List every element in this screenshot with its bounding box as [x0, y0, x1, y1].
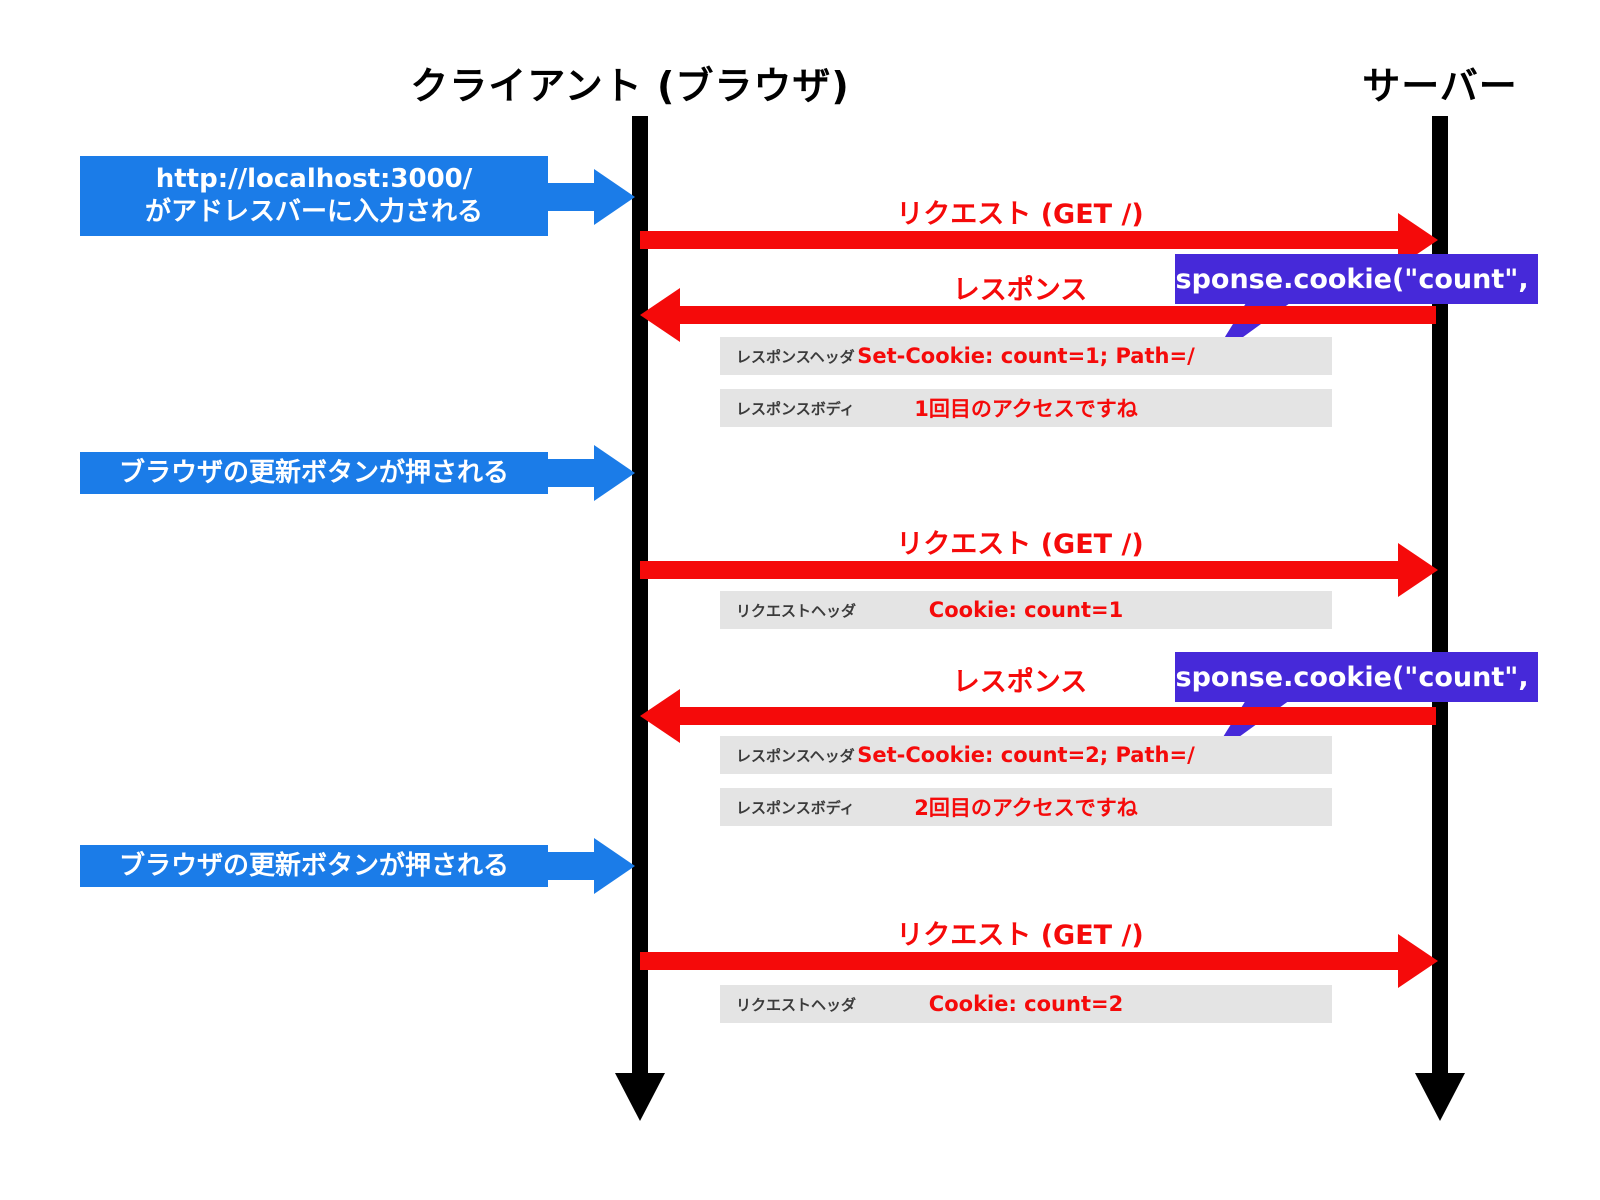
- server-lifeline-arrow-icon: [1415, 1073, 1465, 1121]
- request-arrow-2: [640, 561, 1400, 579]
- code-callout-2: response.cookie("count", 2): [1144, 652, 1569, 702]
- client-lifeline: [632, 116, 648, 1073]
- event-arrow-shaft: [548, 852, 594, 880]
- detail-value: 1回目のアクセスですね: [914, 397, 1138, 421]
- detail-row-response-header-2: レスポンスヘッダ Set-Cookie: count=2; Path=/: [720, 736, 1332, 774]
- request-label-3: リクエスト (GET /): [896, 920, 1144, 951]
- event-box-refresh-2: ブラウザの更新ボタンが押される: [80, 845, 548, 887]
- response-label-2: レスポンス: [952, 667, 1088, 698]
- response-label-1: レスポンス: [952, 275, 1088, 306]
- detail-value: Cookie: count=1: [928, 598, 1124, 622]
- server-actor-title: サーバー: [1362, 64, 1518, 108]
- client-lifeline-arrow-icon: [615, 1073, 665, 1121]
- detail-key: レスポンスボディ: [736, 798, 855, 817]
- response-arrowhead-icon: [640, 689, 680, 743]
- detail-value: Set-Cookie: count=2; Path=/: [857, 743, 1195, 767]
- client-actor-title: クライアント (ブラウザ): [410, 64, 850, 108]
- detail-value: Cookie: count=2: [928, 992, 1124, 1016]
- response-arrow-2: [678, 707, 1436, 725]
- detail-key: レスポンスヘッダ: [736, 746, 855, 765]
- event-box-refresh-1: ブラウザの更新ボタンが押される: [80, 452, 548, 494]
- detail-row-response-header-1: レスポンスヘッダ Set-Cookie: count=1; Path=/: [720, 337, 1332, 375]
- event-text-line: ブラウザの更新ボタンが押される: [118, 457, 509, 488]
- detail-value: 2回目のアクセスですね: [914, 796, 1138, 820]
- detail-row-response-body-2: レスポンスボディ 2回目のアクセスですね: [720, 788, 1332, 826]
- detail-row-response-body-1: レスポンスボディ 1回目のアクセスですね: [720, 389, 1332, 427]
- event-text-line: がアドレスバーに入力される: [144, 197, 483, 227]
- detail-key: レスポンスヘッダ: [736, 347, 855, 366]
- response-arrowhead-icon: [640, 288, 680, 342]
- event-text-line: ブラウザの更新ボタンが押される: [118, 850, 509, 881]
- event-text-line: http://localhost:3000/: [155, 164, 473, 194]
- event-arrow-icon: [594, 838, 635, 894]
- request-arrowhead-icon: [1398, 543, 1438, 597]
- detail-key: レスポンスボディ: [736, 399, 855, 418]
- code-callout-1: response.cookie("count", 1): [1144, 254, 1569, 304]
- event-arrow-shaft: [548, 183, 594, 211]
- code-text: response.cookie("count", 2): [1143, 661, 1570, 693]
- request-arrow-1: [640, 231, 1400, 249]
- event-arrow-shaft: [548, 459, 594, 487]
- response-arrow-1: [678, 306, 1436, 324]
- request-arrowhead-icon: [1398, 934, 1438, 988]
- detail-value: Set-Cookie: count=1; Path=/: [857, 344, 1195, 368]
- event-arrow-icon: [594, 169, 635, 225]
- detail-row-request-header-1: リクエストヘッダ Cookie: count=1: [720, 591, 1332, 629]
- event-arrow-icon: [594, 445, 635, 501]
- request-arrow-3: [640, 952, 1400, 970]
- server-lifeline: [1432, 116, 1448, 1073]
- request-label-2: リクエスト (GET /): [896, 529, 1144, 560]
- code-text: response.cookie("count", 1): [1143, 263, 1570, 295]
- detail-key: リクエストヘッダ: [736, 995, 857, 1014]
- detail-row-request-header-2: リクエストヘッダ Cookie: count=2: [720, 985, 1332, 1023]
- request-label-1: リクエスト (GET /): [896, 199, 1144, 230]
- detail-key: リクエストヘッダ: [736, 601, 857, 620]
- event-box-url-entered: http://localhost:3000/ がアドレスバーに入力される: [80, 156, 548, 236]
